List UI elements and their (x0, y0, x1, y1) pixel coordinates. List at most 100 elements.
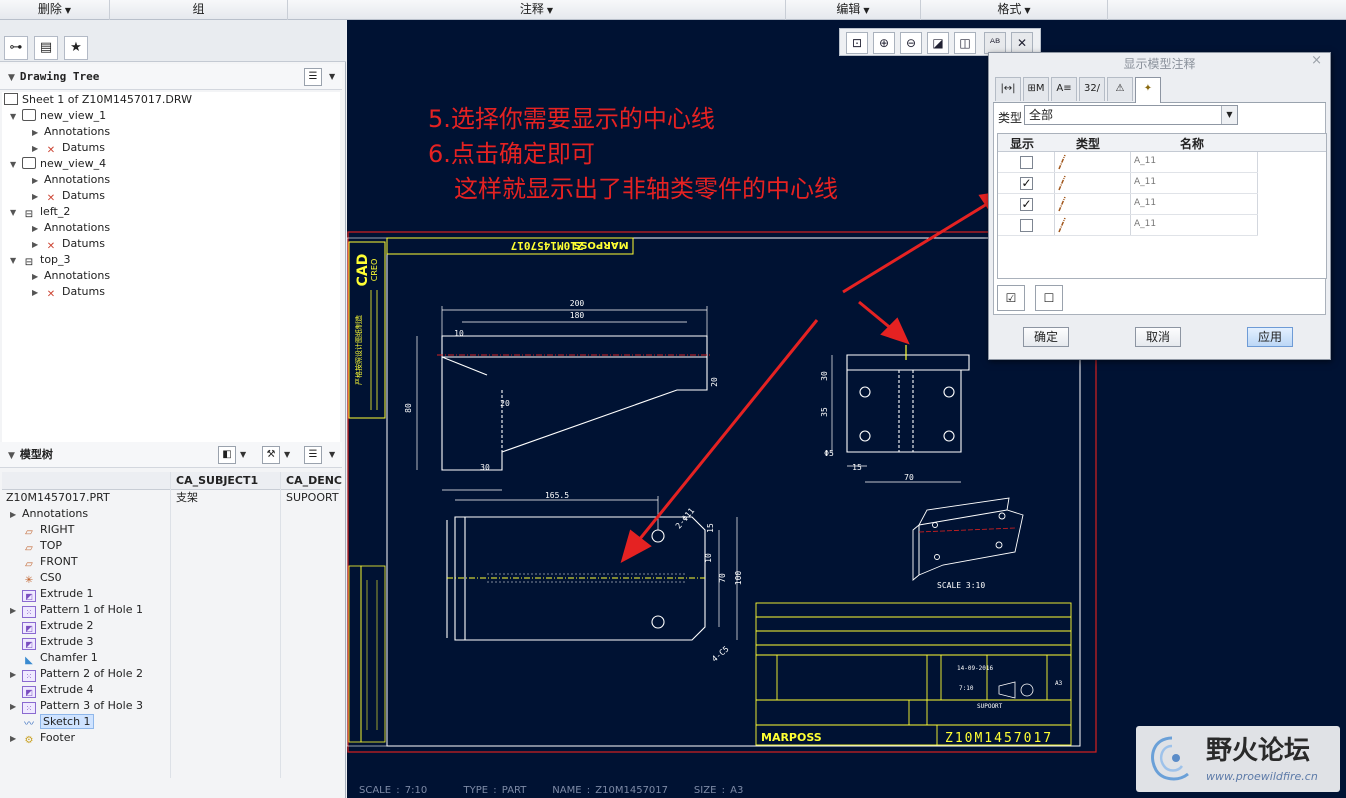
expand-arrow-icon[interactable]: ▼ (10, 112, 17, 121)
expand-arrow-icon[interactable]: ▶ (32, 288, 39, 297)
apply-button[interactable]: 应用 (1247, 327, 1293, 347)
zoom-in-icon[interactable]: ⊕ (873, 32, 895, 54)
show-icon[interactable]: ◧ (218, 446, 236, 464)
show-checkbox-checked[interactable]: ✓ (1020, 176, 1033, 190)
tree-item-view[interactable]: ▼⊟top_3 (10, 252, 71, 268)
model-tree-tab-icon[interactable]: ⊶ (4, 36, 28, 60)
tab-symbols[interactable]: ⚠ (1107, 77, 1133, 101)
tools-icon[interactable]: ⚒ (262, 446, 280, 464)
expand-arrow-icon[interactable]: ▶ (10, 670, 17, 679)
repaint-icon[interactable]: ◪ (927, 32, 949, 54)
tree-item-feature[interactable]: ◩Extrude 3 (22, 634, 94, 650)
tree-item-feature[interactable]: ▶⁙Pattern 2 of Hole 2 (10, 666, 143, 682)
column-header[interactable]: CA_DENC (286, 474, 343, 487)
expand-arrow-icon[interactable]: ▶ (32, 240, 39, 249)
favorites-tab-icon[interactable]: ★ (64, 36, 88, 60)
table-row[interactable]: A_11 (998, 152, 1258, 173)
table-row[interactable]: ✓ A_11 (998, 194, 1258, 215)
close-icon[interactable]: × (1311, 53, 1322, 68)
forum-watermark: 野火论坛 www.proewildfire.cn (1136, 726, 1340, 792)
annotation-type-tabs: |↔| ⊞M A≡ 32/ ⚠ ✦ (993, 77, 1326, 103)
expand-arrow-icon[interactable]: ▶ (32, 128, 39, 137)
tree-item-feature[interactable]: ◣Chamfer 1 (22, 650, 98, 666)
tree-item-view[interactable]: ▼new_view_1 (10, 108, 106, 124)
expand-arrow-icon[interactable]: ▶ (32, 176, 39, 185)
tree-item-feature[interactable]: ▶⁙Pattern 1 of Hole 1 (10, 602, 143, 618)
refit-icon[interactable]: ⊡ (846, 32, 868, 54)
folder-browser-tab-icon[interactable]: ▤ (34, 36, 58, 60)
tab-surface-finish[interactable]: 32/ (1079, 77, 1105, 101)
tree-item-datums[interactable]: ▶✕Datums (32, 236, 105, 252)
datum-display-icon[interactable]: ✕ (1011, 32, 1033, 54)
tree-item-feature[interactable]: ◩Extrude 2 (22, 618, 94, 634)
tree-item-annotations[interactable]: ▶Annotations (32, 268, 110, 284)
show-checkbox-checked[interactable]: ✓ (1020, 197, 1033, 211)
expand-arrow-icon[interactable]: ▶ (10, 734, 17, 743)
tab-notes[interactable]: A≡ (1051, 77, 1077, 101)
tree-item-datums[interactable]: ▶✕Datums (32, 284, 105, 300)
tree-settings-icon[interactable]: ☰ (304, 446, 322, 464)
tree-settings-icon[interactable]: ☰ (304, 68, 322, 86)
chevron-down-icon[interactable]: ▼ (284, 450, 291, 459)
expand-arrow-icon[interactable]: ▶ (32, 272, 39, 281)
table-row[interactable]: A_11 (998, 215, 1258, 236)
model-tree-header[interactable]: ▼模型树 ◧ ▼ ⚒ ▼ ☰ ▼ (0, 442, 342, 468)
watermark-url: www.proewildfire.cn (1206, 770, 1318, 783)
expand-arrow-icon[interactable]: ▶ (32, 224, 39, 233)
ok-button[interactable]: 确定 (1023, 327, 1069, 347)
expand-arrow-icon[interactable]: ▶ (10, 510, 17, 519)
expand-arrow-icon[interactable]: ▶ (32, 144, 39, 153)
tree-item-datums[interactable]: ▶✕Datums (32, 188, 105, 204)
table-row[interactable]: ✓ A_11 (998, 173, 1258, 194)
tree-item-annotations[interactable]: ▶Annotations (32, 220, 110, 236)
tree-item-feature[interactable]: ✳CS0 (22, 570, 62, 586)
chevron-down-icon[interactable]: ▼ (329, 72, 336, 81)
type-select[interactable]: 全部 ▼ (1024, 105, 1238, 125)
tree-item-annotations[interactable]: ▶Annotations (10, 506, 88, 522)
expand-arrow-icon[interactable]: ▶ (10, 606, 17, 615)
axis-icon (1058, 217, 1066, 233)
ribbon-group-group[interactable]: 组 (110, 0, 288, 20)
tab-dimensions[interactable]: |↔| (995, 77, 1021, 101)
tree-item-feature[interactable]: ▶⁙Pattern 3 of Hole 3 (10, 698, 143, 714)
ribbon-group-edit[interactable]: 编辑▼ (786, 0, 921, 20)
tree-item-feature[interactable]: ▶⚙Footer (10, 730, 75, 746)
tree-item-feature[interactable]: ◩Extrude 1 (22, 586, 94, 602)
column-header[interactable]: CA_SUBJECT1 (176, 474, 259, 487)
expand-arrow-icon[interactable]: ▼ (10, 208, 17, 217)
tree-item-view[interactable]: ▼⊟left_2 (10, 204, 70, 220)
tree-item-sheet[interactable]: Sheet 1 of Z10M1457017.DRW (4, 92, 192, 108)
annotation-display-icon[interactable]: ᴬᴮ (984, 32, 1006, 54)
show-checkbox[interactable] (1020, 219, 1033, 232)
ribbon-group-format[interactable]: 格式▼ (921, 0, 1108, 20)
expand-arrow-icon[interactable]: ▶ (32, 192, 39, 201)
chevron-down-icon[interactable]: ▼ (240, 450, 247, 459)
tree-item-feature[interactable]: ◩Extrude 4 (22, 682, 94, 698)
ribbon-group-delete[interactable]: 删除▼ (0, 0, 110, 20)
show-checkbox[interactable] (1020, 156, 1033, 169)
drawing-tree-header[interactable]: ▼Drawing Tree ☰ ▼ (0, 64, 342, 90)
deselect-all-icon[interactable]: ☐ (1035, 285, 1063, 311)
select-all-icon[interactable]: ☑ (997, 285, 1025, 311)
tab-geometric-tolerances[interactable]: ⊞M (1023, 77, 1049, 101)
tree-item-view[interactable]: ▼new_view_4 (10, 156, 106, 172)
expand-arrow-icon[interactable]: ▼ (10, 256, 17, 265)
dim-text: Φ5 (824, 449, 834, 458)
tree-item-feature[interactable]: 〰Sketch 1 (22, 714, 94, 730)
tree-item-feature[interactable]: ▱TOP (22, 538, 62, 554)
tree-item-datums[interactable]: ▶✕Datums (32, 140, 105, 156)
expand-arrow-icon[interactable]: ▼ (10, 160, 17, 169)
expand-arrow-icon[interactable]: ▶ (10, 702, 17, 711)
tree-item-annotations[interactable]: ▶Annotations (32, 172, 110, 188)
tree-item-feature[interactable]: ▱FRONT (22, 554, 77, 570)
ribbon-group-annotate[interactable]: 注释▼ (288, 0, 786, 20)
chevron-down-icon[interactable]: ▼ (329, 450, 336, 459)
zoom-out-icon[interactable]: ⊖ (900, 32, 922, 54)
title-block-name: SUPOORT (977, 703, 1003, 710)
cancel-button[interactable]: 取消 (1135, 327, 1181, 347)
display-style-icon[interactable]: ◫ (954, 32, 976, 54)
tree-item-annotations[interactable]: ▶Annotations (32, 124, 110, 140)
tree-item-feature[interactable]: ▱RIGHT (22, 522, 74, 538)
tab-datums[interactable]: ✦ (1135, 77, 1161, 103)
